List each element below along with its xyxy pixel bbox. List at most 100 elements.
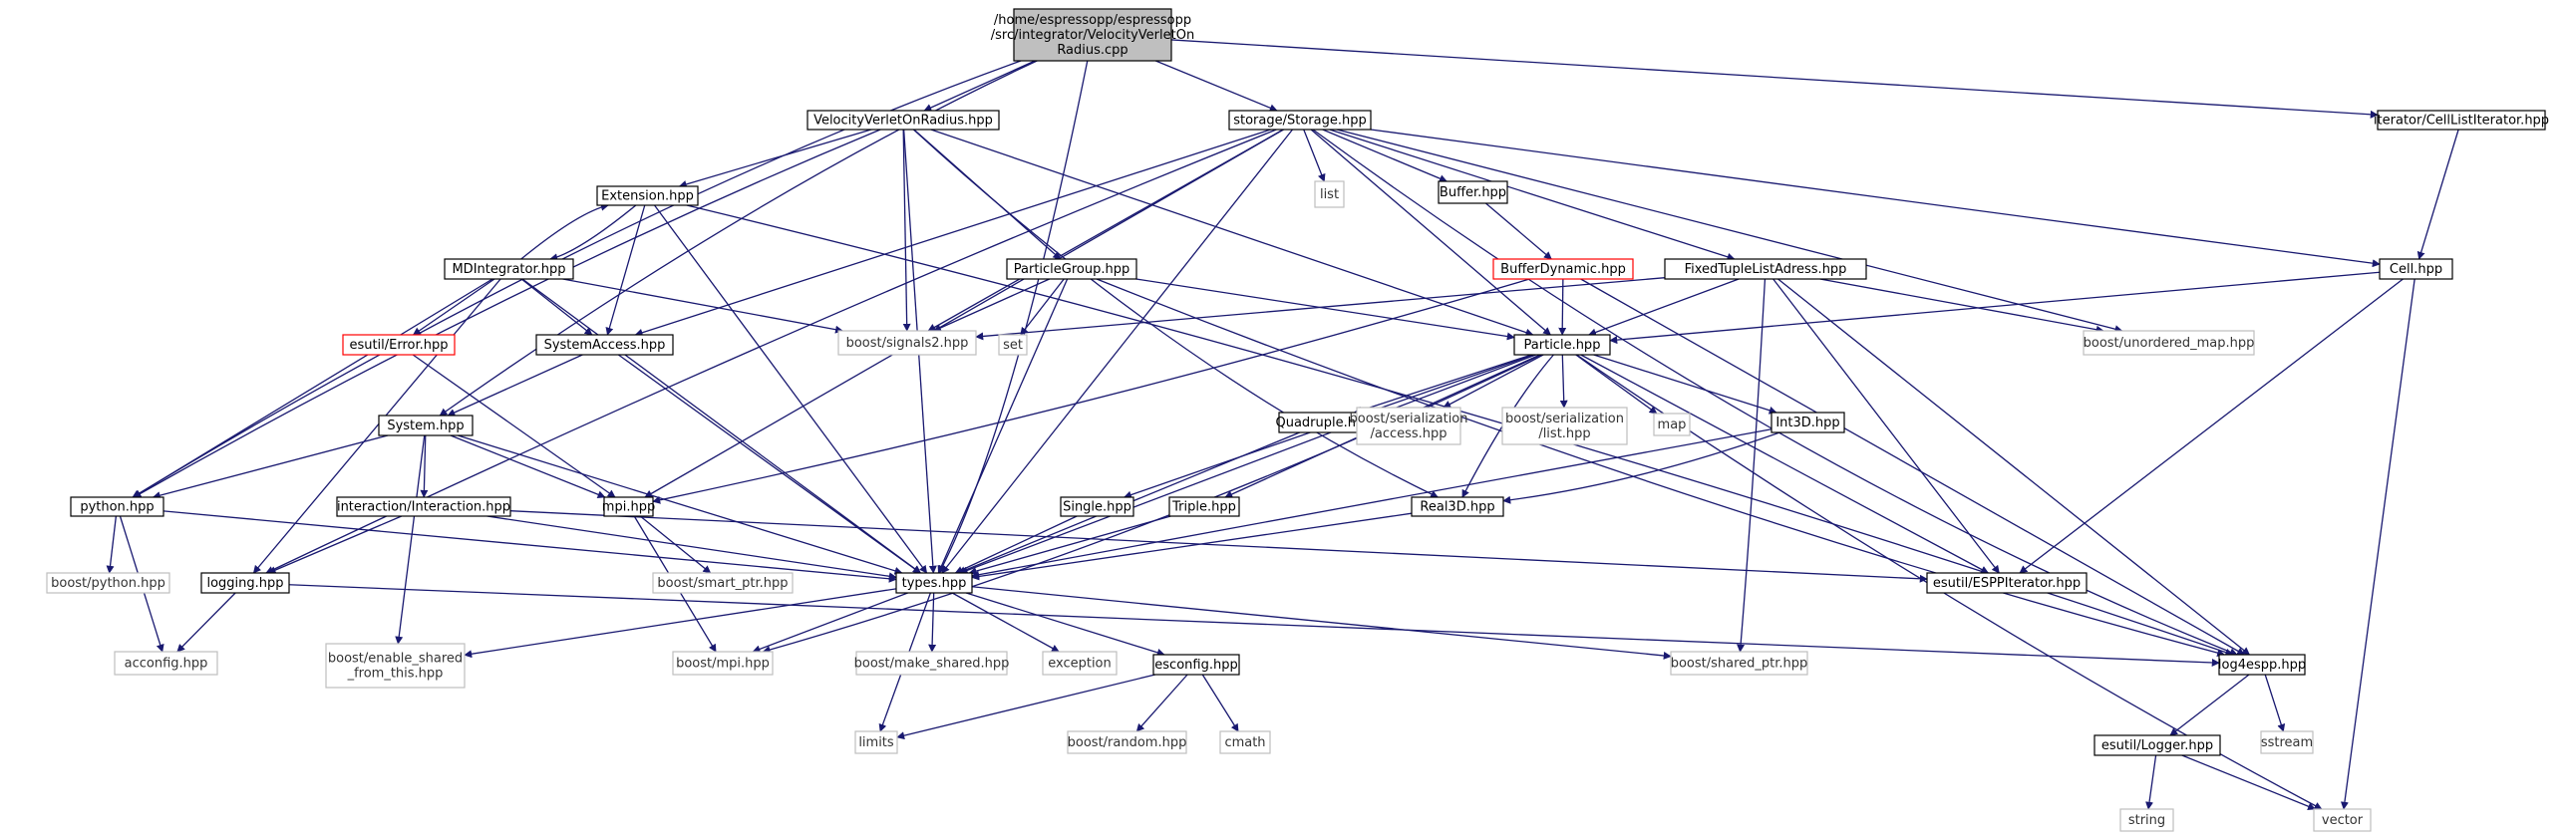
node-vvor[interactable]: VelocityVerletOnRadius.hpp: [806, 110, 1000, 131]
node-signals: boost/signals2.hpp: [837, 330, 977, 356]
node-ftla[interactable]: FixedTupleListAdress.hpp: [1664, 258, 1867, 280]
edge-triple-to-types: [968, 515, 1171, 575]
edge-vvor-to-particle: [930, 129, 1534, 337]
node-label-bsl-line-0: boost/serialization: [1505, 412, 1624, 426]
node-box-set: [998, 334, 1028, 356]
node-cmath: cmath: [1219, 730, 1271, 754]
node-quadruple[interactable]: Quadruple.hpp: [1275, 412, 1373, 433]
node-label-signals: boost/signals2.hpp: [846, 336, 969, 351]
edge-pgroup-to-log4espp: [1096, 278, 2226, 658]
edge-root-to-storage: [1155, 60, 1278, 112]
node-label-root-line-1: /src/integrator/VelocityVerletOn: [991, 28, 1194, 43]
edge-logger-to-string: [2145, 754, 2157, 810]
node-label-bmpi: boost/mpi.hpp: [676, 657, 770, 672]
node-extension[interactable]: Extension.hpp: [596, 185, 699, 206]
node-box-mpi: [603, 496, 654, 517]
node-pgroup[interactable]: ParticleGroup.hpp: [1006, 258, 1137, 280]
node-types[interactable]: types.hpp: [895, 572, 973, 594]
node-storage[interactable]: storage/Storage.hpp: [1228, 110, 1372, 131]
node-bpython: boost/python.hpp: [46, 572, 170, 594]
node-error[interactable]: esutil/Error.hpp: [342, 334, 456, 356]
node-sysacc[interactable]: SystemAccess.hpp: [535, 334, 674, 356]
node-umap: boost/unordered_map.hpp: [2083, 330, 2255, 356]
node-label-bsa-line-1: /access.hpp: [1370, 426, 1447, 441]
edge-esconfig-to-limits: [896, 674, 1156, 740]
edge-particle-to-types: [959, 354, 1536, 575]
edge-vvor-to-extension: [678, 129, 872, 188]
node-python[interactable]: python.hpp: [70, 496, 164, 517]
node-log4espp[interactable]: log4espp.hpp: [2218, 654, 2306, 676]
edge-types-to-esconfig: [965, 592, 1165, 657]
node-bufdyn[interactable]: BufferDynamic.hpp: [1492, 258, 1634, 280]
node-label-ftla: FixedTupleListAdress.hpp: [1685, 262, 1847, 277]
node-label-vector: vector: [2322, 813, 2364, 828]
edge-python-to-bpython: [106, 515, 118, 574]
node-box-brandom: [1067, 730, 1187, 754]
node-mdint[interactable]: MDIntegrator.hpp: [444, 258, 574, 280]
node-buffer[interactable]: Buffer.hpp: [1438, 180, 1508, 204]
node-particle[interactable]: Particle.hpp: [1513, 334, 1611, 356]
node-label-benable-line-0: boost/enable_shared: [328, 652, 463, 667]
edge-ftla-to-signals: [975, 277, 1666, 341]
node-logger[interactable]: esutil/Logger.hpp: [2093, 734, 2221, 756]
edge-root-to-python: [132, 60, 1022, 498]
node-box-real3d: [1411, 496, 1504, 517]
node-box-int3d: [1771, 412, 1845, 433]
edge-storage-to-sysacc: [634, 129, 1271, 337]
edge-ftla-to-particle: [1588, 278, 1740, 337]
edge-extension-to-mdint: [549, 204, 637, 262]
node-celliter[interactable]: iterator/CellListIterator.hpp: [2374, 110, 2549, 131]
node-esppiter[interactable]: esutil/ESPPIterator.hpp: [1926, 572, 2088, 594]
node-benable: boost/enable_shared_from_this.hpp: [325, 643, 466, 689]
edge-types-to-benable: [464, 588, 897, 659]
edge-int3d-to-real3d: [1502, 431, 1780, 504]
node-label-bsl-line-1: /list.hpp: [1538, 426, 1590, 441]
edge-system-to-benable: [395, 434, 426, 645]
edge-sysacc-to-types: [617, 354, 921, 574]
node-bshared: boost/shared_ptr.hpp: [1670, 651, 1808, 676]
node-triple[interactable]: Triple.hpp: [1168, 496, 1240, 517]
node-label-python: python.hpp: [80, 500, 154, 515]
node-real3d[interactable]: Real3D.hpp: [1411, 496, 1504, 517]
node-label-mdint: MDIntegrator.hpp: [452, 262, 565, 277]
node-box-storage: [1228, 110, 1372, 131]
node-root[interactable]: /home/espressopp/espressopp/src/integrat…: [991, 8, 1194, 62]
node-mpi[interactable]: mpi.hpp: [602, 496, 655, 517]
node-label-extension: Extension.hpp: [601, 189, 694, 204]
node-bsmart: boost/smart_ptr.hpp: [652, 572, 794, 594]
node-cell[interactable]: Cell.hpp: [2379, 258, 2453, 280]
node-box-sysacc: [535, 334, 674, 356]
edge-particle-to-map: [1575, 354, 1658, 415]
edge-storage-to-umap: [1336, 129, 2123, 334]
edge-buffer-to-bufdyn: [1485, 202, 1552, 260]
node-single[interactable]: Single.hpp: [1060, 496, 1134, 517]
edge-interaction-to-esppiter: [509, 510, 1928, 583]
node-exception: exception: [1042, 651, 1118, 676]
node-bmake: boost/make_shared.hpp: [854, 651, 1009, 676]
node-box-cell: [2379, 258, 2453, 280]
edge-particle-to-int3d: [1593, 354, 1777, 415]
edge-root-to-celliter: [1170, 39, 2379, 119]
node-string: string: [2119, 808, 2174, 832]
node-esconfig[interactable]: esconfig.hpp: [1152, 654, 1240, 676]
node-label-umap: boost/unordered_map.hpp: [2084, 336, 2255, 351]
node-logging[interactable]: logging.hpp: [200, 572, 290, 594]
node-box-map: [1653, 413, 1691, 436]
edge-vvor-to-signals: [902, 129, 911, 332]
node-box-single: [1060, 496, 1134, 517]
node-brandom: boost/random.hpp: [1067, 730, 1187, 754]
edge-mdint-to-sysacc: [520, 278, 593, 336]
edge-particle-to-bsa: [1443, 354, 1544, 409]
edge-storage-to-log4espp: [1312, 129, 2238, 657]
node-system[interactable]: System.hpp: [378, 415, 474, 436]
edge-particle-to-bsl: [1559, 354, 1568, 409]
node-interaction[interactable]: interaction/Interaction.hpp: [336, 496, 511, 517]
node-label-map: map: [1658, 418, 1687, 432]
node-int3d[interactable]: Int3D.hpp: [1771, 412, 1845, 433]
edge-logger-to-vector: [2181, 754, 2317, 811]
node-box-acconfig: [114, 651, 218, 676]
node-bsa: boost/serialization/access.hpp: [1349, 407, 1468, 445]
node-sstream: sstream: [2260, 730, 2314, 754]
edge-types-to-bmpi: [752, 592, 908, 654]
